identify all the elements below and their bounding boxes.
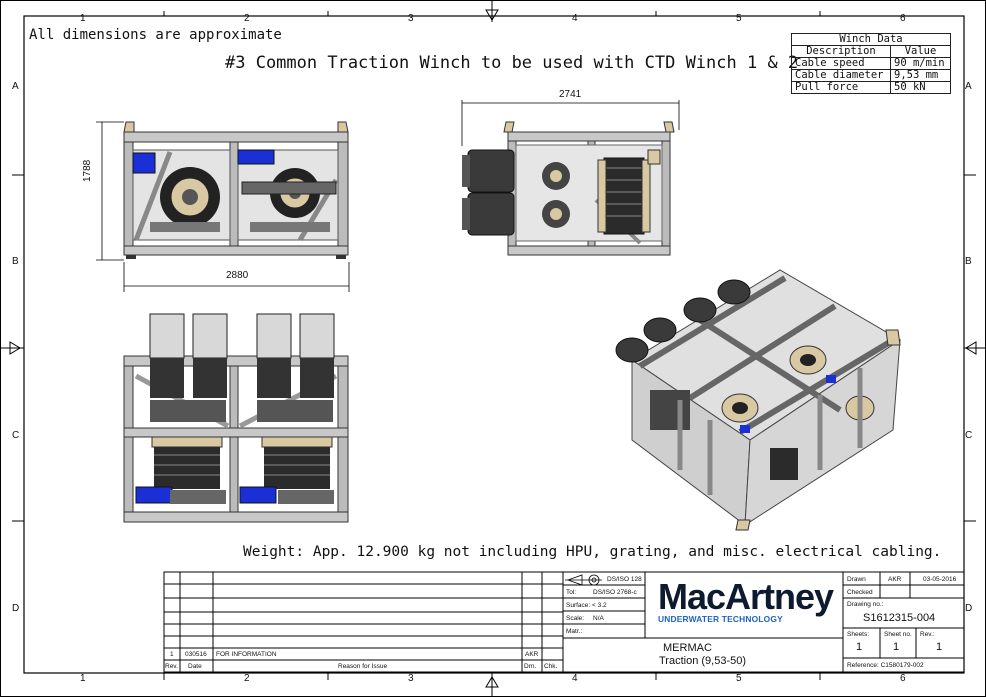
zone-row-b-right: B xyxy=(965,256,972,267)
top-view xyxy=(123,313,349,523)
rev-label: Rev.: xyxy=(920,631,935,638)
zone-col-6-bottom: 6 xyxy=(900,673,906,684)
reason-header: Reason for Issue xyxy=(338,663,388,670)
reference: Reference: C1580179-002 xyxy=(847,662,924,669)
drawn-label: Drawn xyxy=(847,576,866,583)
tol-value: DS/ISO 2768-c xyxy=(593,589,637,596)
row-value: 50 kN xyxy=(890,81,951,94)
table-row: Cable diameter 9,53 mm xyxy=(791,69,951,82)
macartney-logo: MacArtney UNDERWATER TECHNOLOGY xyxy=(658,576,834,625)
front-view xyxy=(123,121,349,259)
scale-label: Scale: xyxy=(566,615,585,622)
zone-col-1: 1 xyxy=(80,13,86,24)
row-desc: Cable diameter xyxy=(791,69,891,82)
zone-row-a: A xyxy=(12,81,19,92)
zone-col-4: 4 xyxy=(572,13,578,24)
zone-row-a-right: A xyxy=(965,81,972,92)
table-row: Cable speed 90 m/min xyxy=(791,57,951,70)
drawn-date: 03-05-2016 xyxy=(923,576,957,583)
part-name: Traction (9,53-50) xyxy=(659,655,747,667)
winch-data-table: Winch Data Description Value Cable speed… xyxy=(791,33,951,94)
rev-value: 1 xyxy=(936,641,943,653)
zone-col-5: 5 xyxy=(736,13,742,24)
tol-label: Tol: xyxy=(566,589,577,596)
col-value: Value xyxy=(890,45,951,58)
side-dimension-lines xyxy=(461,100,680,146)
isometric-view xyxy=(615,269,901,531)
zone-col-1-bottom: 1 xyxy=(80,673,86,684)
standard-label: DS/ISO 128 xyxy=(607,576,642,583)
zone-col-3-bottom: 3 xyxy=(408,673,414,684)
zone-col-6: 6 xyxy=(900,13,906,24)
drawn-by: AKR xyxy=(888,576,902,583)
drn-header: Drn. xyxy=(524,663,537,670)
drawing-no-label: Drawing no.: xyxy=(847,601,884,608)
dimension-height: 1788 xyxy=(82,159,93,182)
winch-data-heading: Winch Data xyxy=(791,33,951,46)
zone-row-c-right: C xyxy=(965,430,973,441)
sheets-value: 1 xyxy=(856,641,863,653)
zone-row-b: B xyxy=(12,256,19,267)
col-description: Description xyxy=(791,45,891,58)
zone-row-d: D xyxy=(12,603,20,614)
rev-header: Rev. xyxy=(165,663,178,670)
zone-row-d-right: D xyxy=(965,603,973,614)
rev-row-reason: FOR INFORMATION xyxy=(216,651,277,658)
approximate-note: All dimensions are approximate xyxy=(29,27,282,43)
project-name: MERMAC xyxy=(663,642,712,654)
rev-row-date: 030516 xyxy=(185,651,207,658)
zone-col-2-bottom: 2 xyxy=(244,673,250,684)
rev-row-rev: 1 xyxy=(170,651,174,658)
logo-sub: UNDERWATER TECHNOLOGY xyxy=(658,614,783,624)
front-dimension-lines xyxy=(96,121,350,292)
row-value: 9,53 mm xyxy=(890,69,951,82)
matr-label: Matr.: xyxy=(566,628,583,635)
zone-col-3: 3 xyxy=(408,13,414,24)
scale-value: N/A xyxy=(593,615,604,622)
zone-col-2: 2 xyxy=(244,13,250,24)
sheet-no-value: 1 xyxy=(893,641,900,653)
side-view xyxy=(462,121,675,256)
drawing-number: S1612315-004 xyxy=(863,612,936,624)
drawing-title: #3 Common Traction Winch to be used with… xyxy=(225,53,799,73)
chk-header: Chk. xyxy=(544,663,558,670)
zone-col-5-bottom: 5 xyxy=(736,673,742,684)
title-block-grid xyxy=(163,571,965,673)
dimension-width: 2880 xyxy=(226,270,249,281)
date-header: Date xyxy=(188,663,202,670)
row-desc: Pull force xyxy=(791,81,891,94)
rev-row-drn: AKR xyxy=(525,651,539,658)
zone-col-4-bottom: 4 xyxy=(572,673,578,684)
dimension-length: 2741 xyxy=(559,89,582,100)
weight-note: Weight: App. 12.900 kg not including HPU… xyxy=(243,544,942,560)
surface-label: Surface: < 3.2 xyxy=(566,602,607,609)
row-value: 90 m/min xyxy=(890,57,951,70)
projection-symbol-icon xyxy=(565,574,602,586)
logo-main: MacArtney xyxy=(658,576,834,617)
row-desc: Cable speed xyxy=(791,57,891,70)
table-row: Pull force 50 kN xyxy=(791,81,951,94)
zone-row-c: C xyxy=(12,430,20,441)
checked-label: Checked xyxy=(847,589,873,596)
sheet-no-label: Sheet no. xyxy=(884,631,912,638)
sheets-label: Sheets: xyxy=(847,631,870,638)
